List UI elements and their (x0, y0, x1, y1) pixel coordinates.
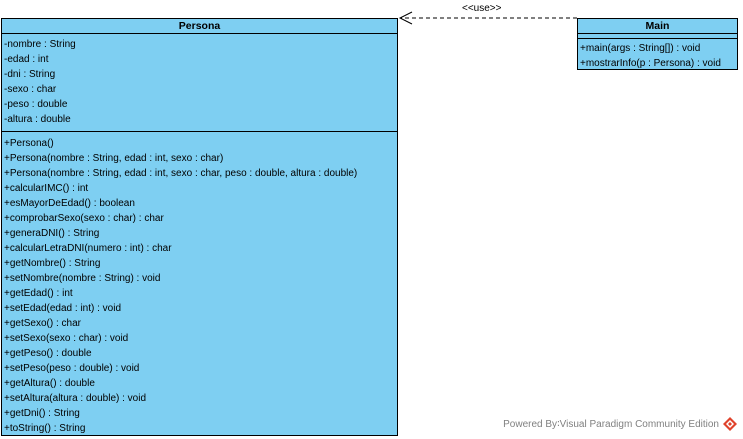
operation-row[interactable]: +comprobarSexo(sexo : char) : char (4, 213, 164, 224)
operations-compartment: +Persona() +Persona(nombre : String, edad… (2, 132, 397, 437)
attribute-row[interactable]: -edad : int (4, 54, 49, 65)
operation-row[interactable]: +getPeso() : double (4, 348, 92, 359)
open-arrow-icon (398, 11, 413, 25)
class-name: Main (578, 19, 737, 34)
attribute-row[interactable]: -altura : double (4, 114, 71, 125)
operation-row[interactable]: +setAltura(altura : double) : void (4, 393, 147, 404)
operation-row[interactable]: +esMayorDeEdad() : boolean (4, 198, 135, 209)
operation-row[interactable]: +Persona(nombre : String, edad : int, se… (4, 153, 224, 164)
operation-row[interactable]: +setNombre(nombre : String) : void (4, 273, 161, 284)
operation-row[interactable]: +getSexo() : char (4, 318, 81, 329)
operation-row[interactable]: +setEdad(edad : int) : void (4, 303, 122, 314)
attribute-row[interactable]: -sexo : char (4, 84, 57, 95)
operation-row[interactable]: +Persona(nombre : String, edad : int, se… (4, 168, 358, 179)
operation-row[interactable]: +calcularLetraDNI(numero : int) : char (4, 243, 172, 254)
use-stereotype-label: <<use>> (462, 3, 502, 14)
operation-row[interactable]: +getNombre() : String (4, 258, 101, 269)
operation-row[interactable]: +setPeso(peso : double) : void (4, 363, 140, 374)
watermark: Powered By∶Visual Paradigm Community Edi… (503, 417, 737, 431)
operation-row[interactable]: +toString() : String (4, 423, 86, 434)
operation-row[interactable]: +setSexo(sexo : char) : void (4, 333, 129, 344)
attribute-row[interactable]: -peso : double (4, 99, 68, 110)
operations-compartment: +main(args : String[]) : void +mostrarInf… (578, 39, 737, 72)
operation-row[interactable]: +calcularIMC() : int (4, 183, 89, 194)
attribute-row[interactable]: -dni : String (4, 69, 56, 80)
attributes-compartment: -nombre : String -edad : int -dni : String… (2, 34, 397, 132)
operation-row[interactable]: +generaDNI() : String (4, 228, 100, 239)
operation-row[interactable]: +Persona() (4, 138, 54, 149)
class-persona[interactable]: Persona -nombre : String -edad : int -dni … (1, 18, 398, 436)
attribute-row[interactable]: -nombre : String (4, 39, 76, 50)
visual-paradigm-logo-icon (723, 417, 737, 431)
operation-row[interactable]: +main(args : String[]) : void (580, 43, 701, 54)
watermark-text: Powered By∶Visual Paradigm Community Edi… (503, 418, 719, 430)
operation-row[interactable]: +getAltura() : double (4, 378, 95, 389)
operation-row[interactable]: +getDni() : String (4, 408, 80, 419)
operation-row[interactable]: +mostrarInfo(p : Persona) : void (580, 58, 721, 69)
class-main[interactable]: Main +main(args : String[]) : void +mostr… (577, 18, 738, 70)
operation-row[interactable]: +getEdad() : int (4, 288, 73, 299)
attributes-compartment (578, 34, 737, 39)
class-name: Persona (2, 19, 397, 34)
